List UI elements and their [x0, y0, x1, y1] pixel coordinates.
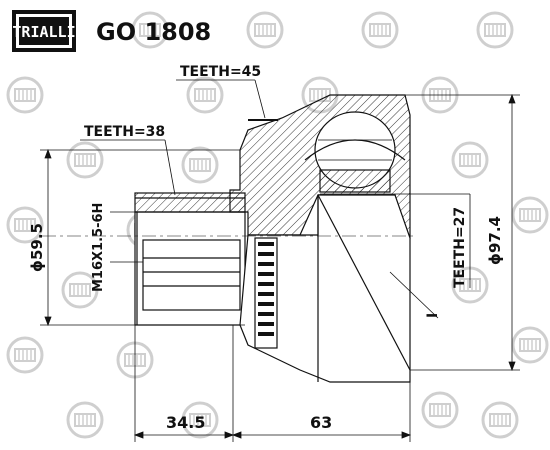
dim-body-diameter: [405, 93, 520, 372]
diameter-stub-label: ϕ59.5: [28, 223, 46, 272]
brand-logo-text: TRIALLI: [12, 23, 75, 41]
abs-ring-teeth: [258, 242, 274, 336]
diameter-body-label: ϕ97.4: [486, 216, 504, 265]
brand-logo: TRIALLI: [12, 10, 76, 52]
teeth-stub-label: TEETH=38: [84, 124, 165, 140]
dim-thread: [110, 211, 143, 263]
teeth-inner-label: TEETH=27: [452, 207, 468, 288]
dim-lengths: [133, 325, 412, 442]
dim-stub-diameter: [40, 148, 245, 327]
length-stub-label: 34.5: [166, 413, 205, 432]
section-leader: [389, 271, 439, 319]
part-number-title: GO 1808: [96, 18, 211, 46]
joint-outline: [134, 94, 411, 383]
teeth-stub-leader: [80, 139, 176, 196]
thread-label: M16X1.5-6H: [91, 203, 106, 292]
teeth-outer-leader: [176, 79, 266, 119]
length-body-label: 63: [310, 413, 332, 432]
section-mark: I: [425, 313, 441, 318]
teeth-outer-label: TEETH=45: [180, 64, 261, 80]
teeth-inner-leader: [320, 193, 471, 288]
